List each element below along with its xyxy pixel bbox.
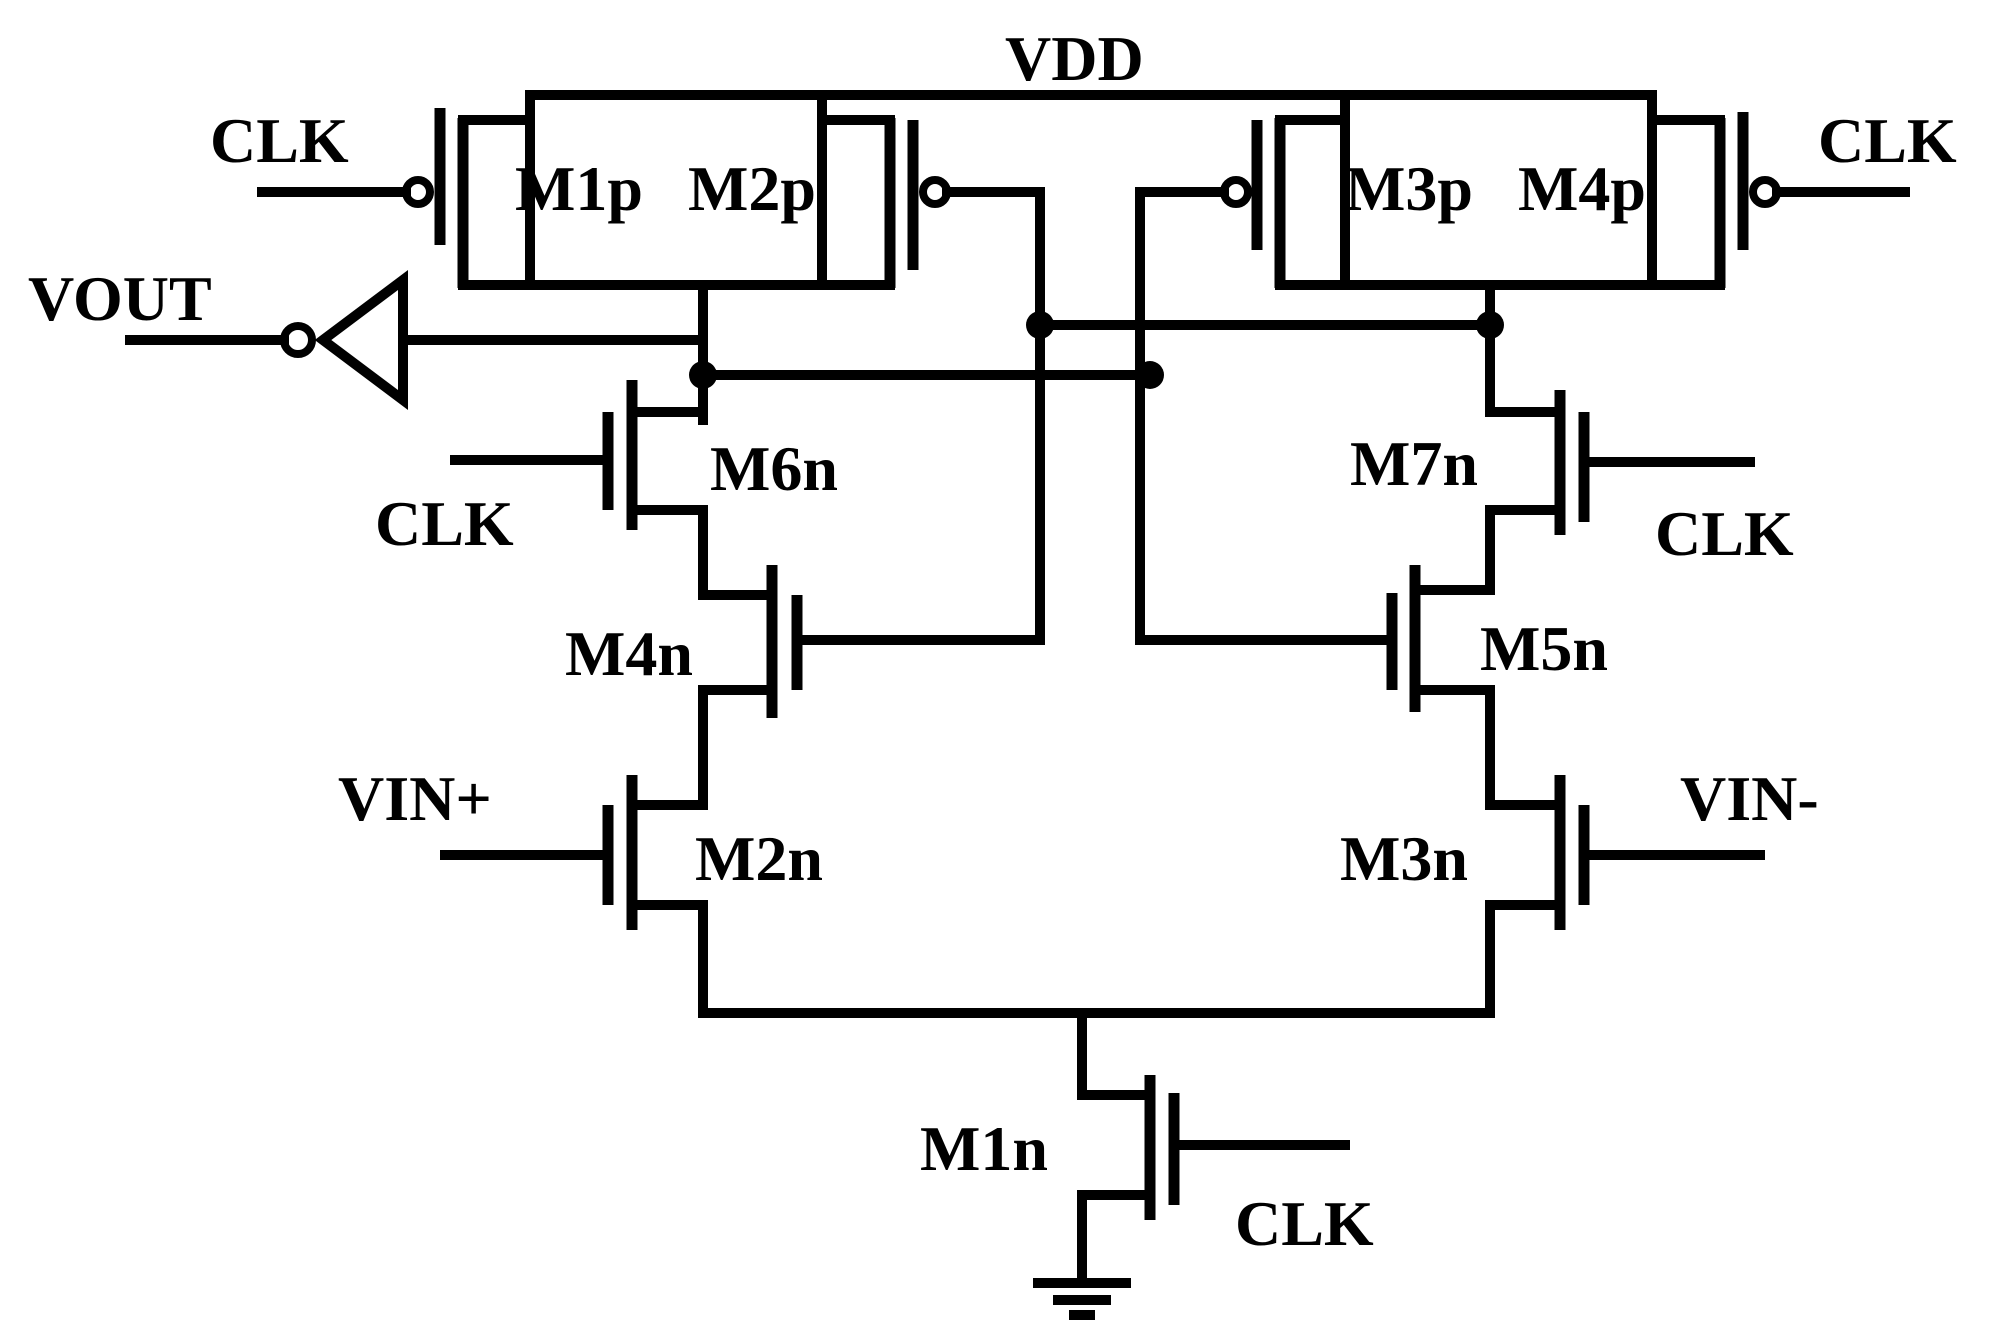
m4p-label: M4p (1518, 153, 1646, 224)
vin-minus-label: VIN- (1680, 763, 1819, 834)
m1n-label: M1n (920, 1113, 1048, 1184)
m3p-label: M3p (1345, 153, 1473, 224)
clk-label-m1n: CLK (1235, 1188, 1374, 1259)
m2p-label: M2p (688, 153, 816, 224)
transistor-m7n (1485, 320, 1755, 595)
m5n-label: M5n (1480, 613, 1608, 684)
transistor-m5n (1135, 565, 1495, 810)
ground-icon (1033, 1278, 1131, 1320)
m7n-label: M7n (1350, 428, 1478, 499)
junction-dot (1026, 311, 1054, 339)
clk-label-m7n: CLK (1655, 498, 1794, 569)
transistor-m2n (440, 775, 708, 1018)
m2n-label: M2n (695, 823, 823, 894)
vin-plus-label: VIN+ (338, 763, 492, 834)
transistor-m1p (257, 108, 535, 290)
transistor-m4n (698, 565, 1045, 810)
transistor-m3n (1485, 775, 1765, 1018)
transistor-m1n (1077, 1075, 1350, 1280)
junction-dot (1136, 361, 1164, 389)
transistor-m2p (817, 115, 1045, 290)
clk-label-m4p: CLK (1818, 105, 1957, 176)
clk-label-m1p: CLK (210, 105, 349, 176)
clk-label-m6n: CLK (375, 488, 514, 559)
transistor-m3p (1135, 115, 1350, 290)
transistor-m4p (1647, 112, 1910, 290)
vout-label: VOUT (28, 263, 212, 334)
m4n-label: M4n (565, 618, 693, 689)
output-inverter (125, 270, 708, 410)
m6n-label: M6n (710, 433, 838, 504)
m1p-label: M1p (515, 153, 643, 224)
vdd-rail (525, 90, 1657, 125)
vdd-label: VDD (1005, 23, 1144, 94)
m3n-label: M3n (1340, 823, 1468, 894)
transistor-m6n (450, 370, 708, 600)
